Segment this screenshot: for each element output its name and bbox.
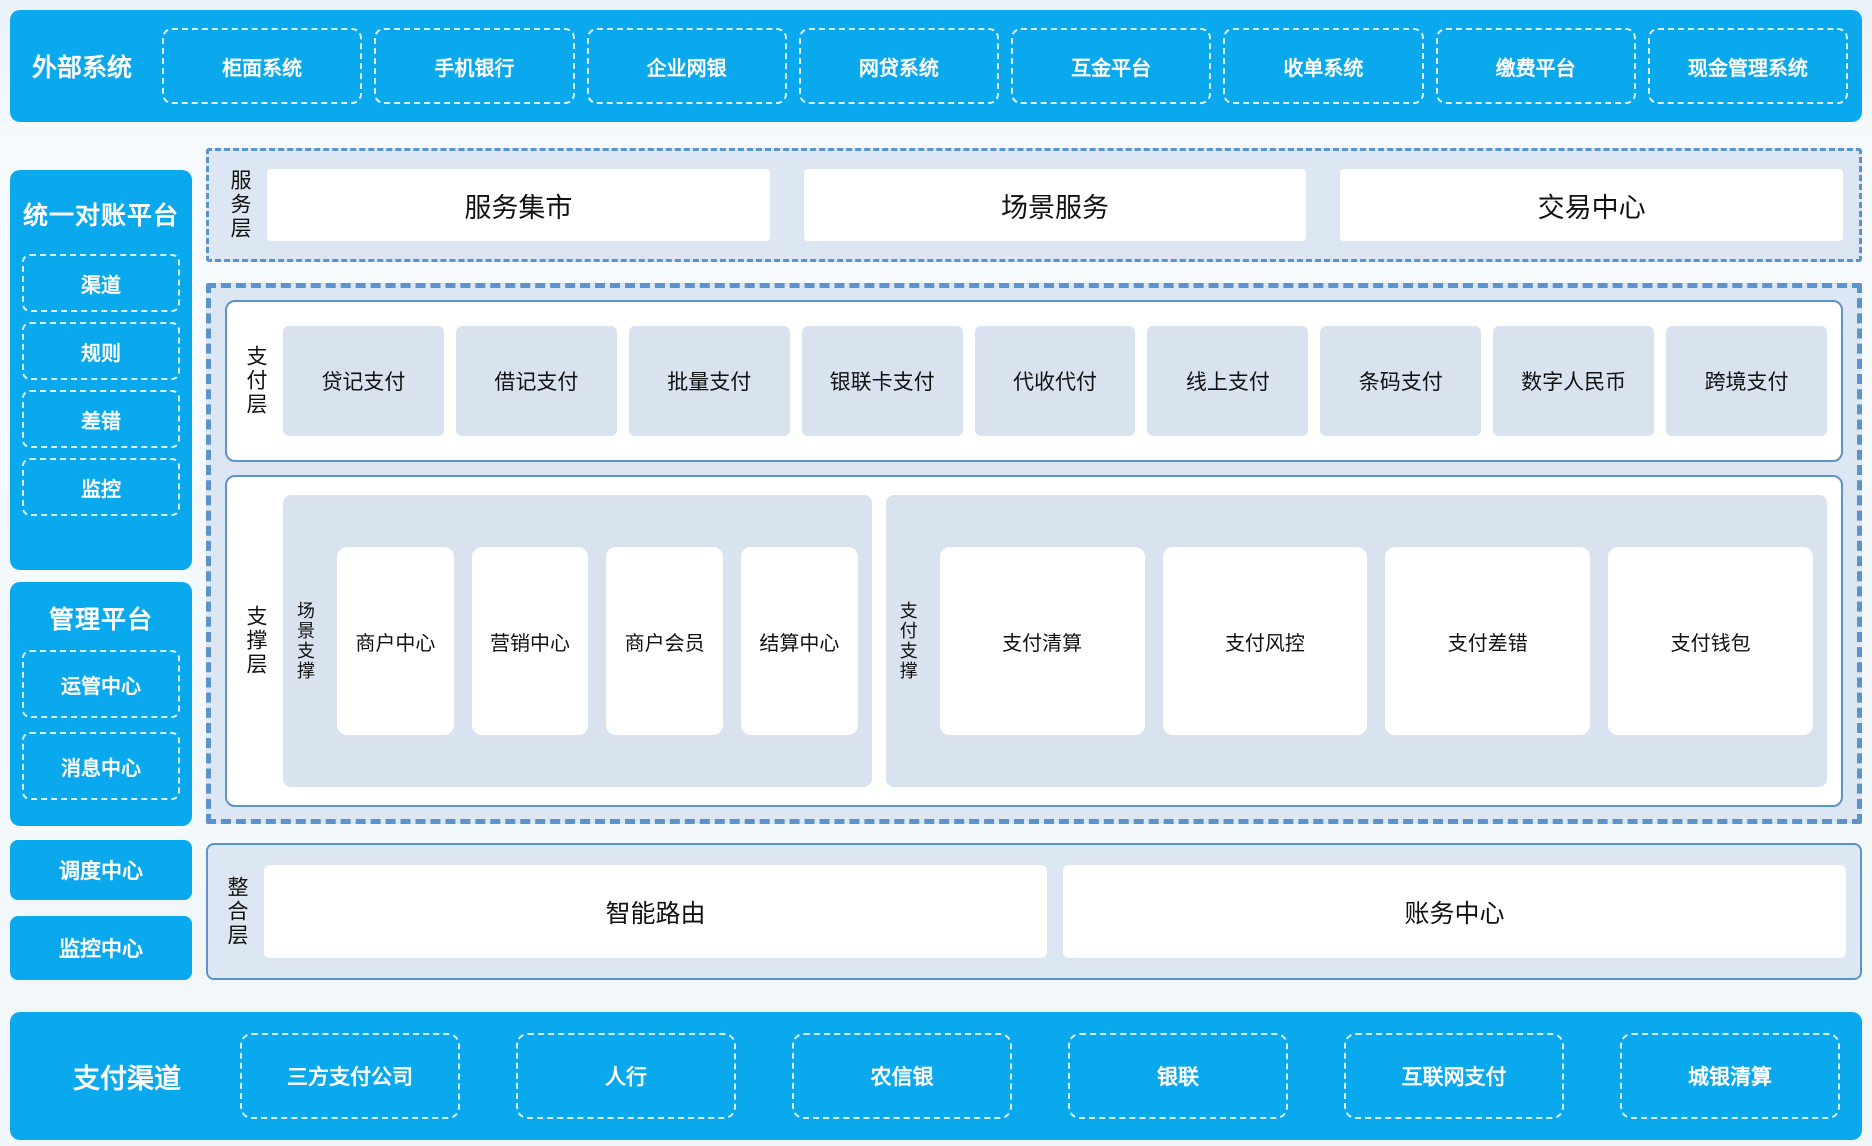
reconciliation-item: 渠道	[22, 254, 180, 312]
scene-support-group: 场景支撑 商户中心 营销中心 商户会员 结算中心	[283, 495, 872, 788]
payment-channel-item: 互联网支付	[1344, 1033, 1564, 1119]
external-system-item: 企业网银	[586, 28, 787, 104]
reconciliation-item: 差错	[22, 390, 180, 448]
reconciliation-platform-panel: 统一对账平台 渠道 规则 差错 监控	[10, 170, 192, 570]
middle-region: 统一对账平台 渠道 规则 差错 监控 管理平台 运管中心 消息中心 调度中心 监…	[10, 148, 1862, 980]
external-system-item: 缴费平台	[1435, 28, 1636, 104]
payment-item: 条码支付	[1320, 326, 1482, 437]
payment-channel-item: 城银清算	[1620, 1033, 1840, 1119]
left-sidebar: 统一对账平台 渠道 规则 差错 监控 管理平台 运管中心 消息中心 调度中心 监…	[10, 148, 192, 980]
support-layer-groups: 场景支撑 商户中心 营销中心 商户会员 结算中心 支付支撑 支付清算 支付风控 …	[283, 495, 1827, 788]
scene-support-item: 商户会员	[606, 547, 724, 736]
payment-item: 数字人民币	[1493, 326, 1655, 437]
support-layer-panel: 支撑层 场景支撑 商户中心 营销中心 商户会员 结算中心 支付支撑 支付清算	[225, 475, 1843, 807]
integration-layer-items: 智能路由 账务中心	[264, 865, 1846, 958]
management-item: 运管中心	[22, 650, 180, 718]
service-layer-label: 服务层	[228, 169, 252, 241]
payment-channel-item: 银联	[1068, 1033, 1288, 1119]
payment-support-label: 支付支撑	[896, 601, 918, 682]
service-item: 场景服务	[803, 169, 1307, 241]
external-system-item: 现金管理系统	[1647, 28, 1848, 104]
support-layer-label: 支撑层	[244, 605, 268, 678]
reconciliation-item: 监控	[22, 458, 180, 516]
external-system-item: 手机银行	[374, 28, 575, 104]
payment-support-group: 支付支撑 支付清算 支付风控 支付差错 支付钱包	[885, 495, 1827, 788]
scene-support-item: 营销中心	[471, 547, 589, 736]
reconciliation-item: 规则	[22, 322, 180, 380]
payment-channel-item: 农信银	[792, 1033, 1012, 1119]
payment-item: 跨境支付	[1666, 326, 1828, 437]
payment-layer-items: 贷记支付 借记支付 批量支付 银联卡支付 代收代付 线上支付 条码支付 数字人民…	[283, 326, 1828, 437]
management-platform-panel: 管理平台 运管中心 消息中心	[10, 582, 192, 826]
integration-layer-label: 整合层	[225, 875, 249, 948]
payment-layer-panel: 支付层 贷记支付 借记支付 批量支付 银联卡支付 代收代付 线上支付 条码支付 …	[225, 300, 1843, 463]
payment-item: 批量支付	[628, 326, 790, 437]
payment-channel-item: 三方支付公司	[240, 1033, 460, 1119]
management-item: 消息中心	[22, 732, 180, 800]
management-platform-title: 管理平台	[48, 605, 153, 634]
payment-layer-label: 支付层	[244, 345, 268, 418]
reconciliation-platform-title: 统一对账平台	[22, 201, 179, 230]
core-layers-wrap: 支付层 贷记支付 借记支付 批量支付 银联卡支付 代收代付 线上支付 条码支付 …	[206, 283, 1862, 824]
external-system-item: 互金平台	[1011, 28, 1212, 104]
payment-item: 银联卡支付	[801, 326, 963, 437]
payment-item: 借记支付	[455, 326, 617, 437]
payment-item: 代收代付	[974, 326, 1136, 437]
dispatch-center-box: 调度中心	[10, 840, 192, 900]
payment-channels-items: 三方支付公司 人行 农信银 银联 互联网支付 城银清算	[240, 1012, 1840, 1140]
service-layer-panel: 服务层 服务集市 场景服务 交易中心	[206, 148, 1862, 262]
payment-support-item: 支付钱包	[1608, 547, 1814, 736]
scene-support-item: 商户中心	[337, 547, 454, 736]
payment-item: 线上支付	[1147, 326, 1309, 437]
service-layer-items: 服务集市 场景服务 交易中心	[267, 169, 1844, 241]
payment-support-item: 支付风控	[1162, 547, 1368, 736]
external-systems-items: 柜面系统 手机银行 企业网银 网贷系统 互金平台 收单系统 缴费平台 现金管理系…	[162, 10, 1848, 122]
payment-channels-bar: 支付渠道 三方支付公司 人行 农信银 银联 互联网支付 城银清算	[10, 1012, 1862, 1140]
integration-item: 智能路由	[264, 865, 1047, 958]
service-item: 服务集市	[267, 169, 770, 241]
external-system-item: 网贷系统	[798, 28, 999, 104]
monitor-center-box: 监控中心	[10, 916, 192, 980]
external-systems-label: 外部系统	[31, 53, 132, 82]
integration-layer-panel: 整合层 智能路由 账务中心	[206, 843, 1862, 980]
payment-channel-item: 人行	[516, 1033, 736, 1119]
payment-channels-label: 支付渠道	[73, 1063, 181, 1095]
integration-item: 账务中心	[1063, 865, 1846, 958]
payment-support-item: 支付差错	[1385, 547, 1591, 736]
payment-support-item: 支付清算	[939, 547, 1145, 736]
service-item: 交易中心	[1340, 169, 1844, 241]
payment-item: 贷记支付	[283, 326, 444, 437]
external-system-item: 柜面系统	[162, 28, 363, 104]
external-systems-bar: 外部系统 柜面系统 手机银行 企业网银 网贷系统 互金平台 收单系统 缴费平台 …	[10, 10, 1862, 122]
scene-support-label: 场景支撑	[294, 601, 315, 682]
external-system-item: 收单系统	[1223, 28, 1424, 104]
scene-support-item: 结算中心	[741, 547, 858, 736]
layers-content: 服务层 服务集市 场景服务 交易中心 支付层 贷记支付 借记支付 批量支付 银联…	[206, 148, 1862, 980]
